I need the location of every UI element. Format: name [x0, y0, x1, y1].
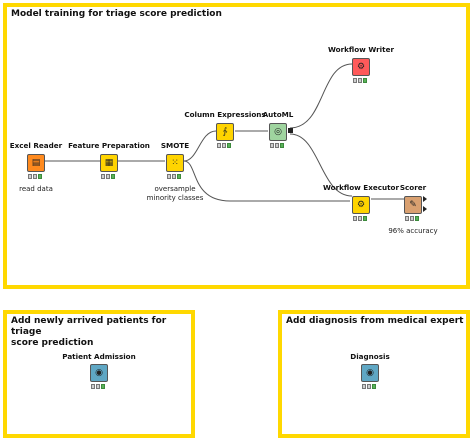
node-status [270, 143, 286, 149]
node-status [217, 143, 233, 149]
scatter-icon[interactable]: ⁙ [166, 154, 184, 172]
annotation-title: Add newly arrived patients for triage sc… [11, 316, 167, 348]
annotation-title: Model training for triage score predicti… [11, 9, 222, 19]
node-label: Scorer [399, 183, 427, 192]
metanode-icon[interactable]: ▦ [100, 154, 118, 172]
node-status [28, 174, 44, 180]
expression-icon[interactable]: ∱ [216, 123, 234, 141]
node-label: Diagnosis [350, 352, 390, 361]
wire-smote-to-colexpr [183, 130, 217, 162]
workflow-icon[interactable]: ⚙ [352, 58, 370, 76]
annotation-title: Add diagnosis from medical expert [286, 316, 464, 326]
node-status [405, 216, 421, 222]
node-label: Patient Admission [62, 352, 136, 361]
output-port[interactable] [423, 196, 427, 202]
node-status [91, 384, 107, 390]
node-status [362, 384, 378, 390]
node-status [101, 174, 117, 180]
component-icon[interactable]: ◉ [361, 364, 379, 382]
wire-automl-to-executor [289, 133, 353, 197]
node-label: Column Expressions [184, 110, 266, 119]
node-status [167, 174, 183, 180]
output-port[interactable] [423, 206, 427, 212]
scorer-icon[interactable]: ✎ [404, 196, 422, 214]
node-status [353, 78, 369, 84]
node-label: Workflow Executor [322, 183, 400, 192]
automl-icon[interactable]: ◎ [269, 123, 287, 141]
component-icon[interactable]: ◉ [90, 364, 108, 382]
wire-automl-to-writer [289, 63, 353, 129]
node-label: Workflow Writer [327, 45, 394, 54]
node-label: Feature Preparation [68, 141, 150, 150]
executor-icon[interactable]: ⚙ [352, 196, 370, 214]
excel-icon[interactable]: ▤ [27, 154, 45, 172]
node-label: Excel Reader [9, 141, 63, 150]
node-label: SMOTE [160, 141, 190, 150]
node-comment: read data [19, 185, 53, 193]
node-status [353, 216, 369, 222]
output-port[interactable] [288, 128, 293, 133]
node-label: AutoML [262, 110, 294, 119]
wire-smote-to-executor [183, 160, 350, 202]
node-comment: oversample minority classes [146, 185, 204, 202]
node-comment: 96% accuracy [388, 227, 438, 235]
annotation-model-training: Model training for triage score predicti… [3, 3, 470, 289]
